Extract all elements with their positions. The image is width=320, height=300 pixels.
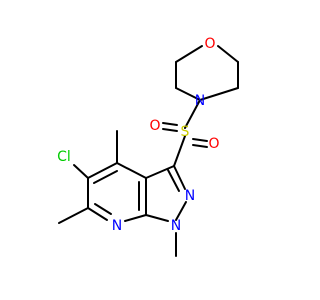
atom-nitrogen-pyrazole-n1: N xyxy=(171,218,181,234)
bond-o-c1 xyxy=(175,45,203,63)
bond-n-c3 xyxy=(199,87,239,101)
bond-n-s xyxy=(184,99,201,129)
bond-c5-cl xyxy=(73,164,89,179)
bonds xyxy=(58,45,239,257)
atom-labels: O N S O O Cl N N N xyxy=(57,36,219,234)
bond-c6-n7-a xyxy=(87,207,108,221)
canvas-background xyxy=(0,0,300,300)
bond-s-o-right-a xyxy=(192,138,208,142)
bond-c4-c5-b xyxy=(93,170,118,184)
bond-c2-n xyxy=(175,87,201,101)
bond-c3-n2-a xyxy=(173,165,186,190)
atom-chlorine: Cl xyxy=(57,149,71,165)
atom-oxygen-sulfonyl-right: O xyxy=(208,136,219,152)
bond-s-o-left-b xyxy=(162,128,178,132)
bond-c4-o xyxy=(217,45,239,63)
bond-c6-n7-b xyxy=(94,203,112,215)
bond-n7-c7a xyxy=(124,214,147,222)
atom-oxygen-morpholine: O xyxy=(204,36,215,52)
bond-s-o-right-b xyxy=(192,144,208,148)
atom-sulfur: S xyxy=(181,124,190,140)
bond-c6-methyl xyxy=(58,207,89,224)
bond-s-o-left-a xyxy=(162,122,178,126)
bond-c3-n2-b xyxy=(167,169,180,192)
atom-nitrogen-morpholine: N xyxy=(195,93,205,109)
bond-n2-n1 xyxy=(175,201,187,221)
atom-nitrogen-pyridine: N xyxy=(112,218,122,234)
bond-s-c3 xyxy=(173,135,186,167)
molecule-structure: O N S O O Cl N N N xyxy=(0,0,300,300)
bond-n1-c7a xyxy=(145,214,169,222)
bond-c3-c3a xyxy=(145,165,175,179)
atom-oxygen-sulfonyl-left: O xyxy=(149,118,160,134)
bond-c4-c5-a xyxy=(87,162,118,179)
bond-c3a-c4 xyxy=(116,162,147,179)
atom-nitrogen-pyrazole-n2: N xyxy=(185,188,195,204)
